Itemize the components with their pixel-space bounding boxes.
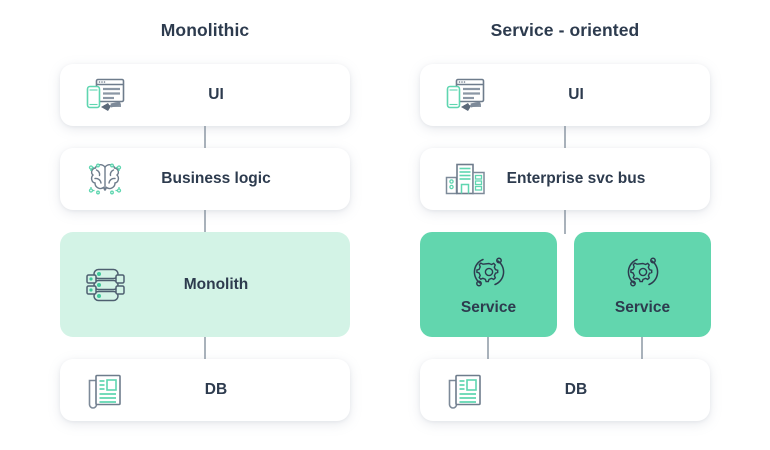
connector-service-2-to-db: [641, 333, 643, 361]
card-label: Business logic: [161, 170, 271, 187]
card-soa-service-1[interactable]: Service: [420, 232, 557, 337]
connector-monolith-to-db: [204, 333, 206, 361]
card-soa-service-2[interactable]: Service: [574, 232, 711, 337]
ui-wireframe-icon: [76, 76, 134, 114]
connector-service-1-to-db: [487, 333, 489, 361]
connector-ui-to-business-logic: [204, 126, 206, 154]
card-label: UI: [208, 86, 224, 103]
connector-esb-to-services: [564, 206, 566, 234]
enterprise-building-icon: [436, 160, 494, 198]
ui-wireframe-icon: [436, 76, 494, 114]
card-label: DB: [204, 381, 228, 398]
document-db-icon: [436, 371, 494, 409]
card-label: Monolith: [183, 275, 249, 293]
card-label: Enterprise svc bus: [506, 170, 646, 187]
connector-ui-to-esb: [564, 126, 566, 154]
card-monolithic-business-logic[interactable]: Business logic: [60, 148, 350, 210]
card-soa-db[interactable]: DB: [420, 359, 710, 421]
column-service-oriented: Service - oriented: [420, 0, 711, 450]
brain-circuit-icon: [76, 159, 134, 199]
card-label: Service: [460, 299, 517, 316]
card-soa-enterprise-service-bus[interactable]: Enterprise svc bus: [420, 148, 710, 210]
gear-orbit-icon: [468, 252, 510, 292]
server-stack-icon: [76, 266, 134, 304]
column-title-monolithic: Monolithic: [160, 20, 250, 40]
card-monolithic-monolith[interactable]: Monolith: [60, 232, 350, 337]
card-monolithic-ui[interactable]: UI: [60, 64, 350, 126]
gear-orbit-icon: [622, 252, 664, 292]
connector-business-logic-to-monolith: [204, 206, 206, 234]
card-label: UI: [568, 86, 584, 103]
document-db-icon: [76, 371, 134, 409]
card-monolithic-db[interactable]: DB: [60, 359, 350, 421]
column-monolithic: Monolithic: [60, 0, 350, 450]
card-soa-ui[interactable]: UI: [420, 64, 710, 126]
card-label: DB: [564, 381, 588, 398]
card-label: Service: [614, 299, 671, 316]
column-title-service-oriented: Service - oriented: [490, 20, 640, 40]
